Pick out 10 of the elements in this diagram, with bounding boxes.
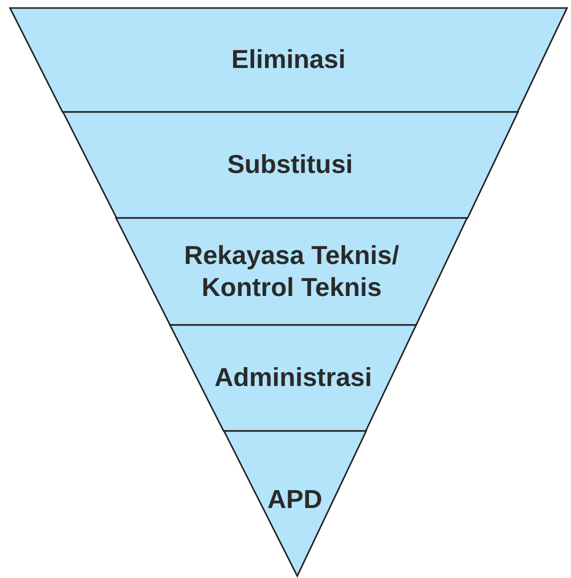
- hierarchy-level: [62, 112, 518, 218]
- hierarchy-level: [10, 8, 567, 112]
- hierarchy-level: [170, 325, 416, 431]
- hierarchy-level: [116, 218, 468, 325]
- level-label: APD: [267, 484, 322, 516]
- level-label: Eliminasi: [231, 44, 346, 76]
- level-label: Rekayasa Teknis/ Kontrol Teknis: [183, 240, 400, 303]
- level-label: Substitusi: [227, 149, 353, 181]
- hierarchy-level: [224, 431, 366, 576]
- level-label: Administrasi: [214, 362, 372, 394]
